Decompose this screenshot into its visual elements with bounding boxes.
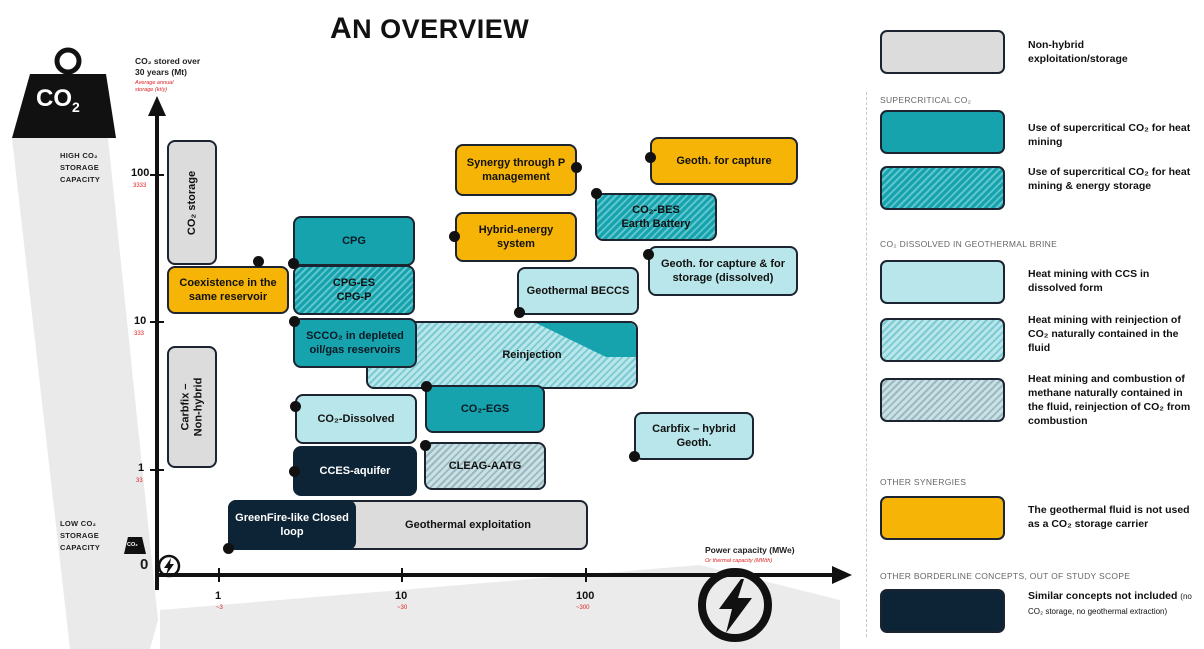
box-co2-storage: CO₂ storage bbox=[167, 140, 217, 265]
lightning-icon bbox=[698, 568, 772, 642]
legend-swatch-sc-heat-storage bbox=[880, 166, 1005, 210]
box-cleag: CLEAG-AATG bbox=[424, 442, 546, 490]
box-geothermal-beccs: Geothermal BECCS bbox=[517, 267, 639, 315]
box-greenfire: GreenFire-like Closed loop bbox=[228, 500, 356, 550]
legend-divider bbox=[866, 92, 867, 637]
marker-dot bbox=[420, 440, 431, 451]
marker-dot bbox=[289, 466, 300, 477]
legend-head-supercritical: SUPERCRITICAL CO₂ bbox=[880, 95, 972, 105]
box-cpg-es: CPG-ES CPG-P bbox=[293, 265, 415, 315]
marker-dot bbox=[288, 258, 299, 269]
box-co2-bes: CO₂-BES Earth Battery bbox=[595, 193, 717, 241]
marker-dot bbox=[571, 162, 582, 173]
legend-text-sc-heat-storage: Use of supercritical CO₂ for heat mining… bbox=[1028, 166, 1191, 192]
box-coexistence: Coexistence in the same reservoir bbox=[167, 266, 289, 314]
marker-dot bbox=[645, 152, 656, 163]
marker-dot bbox=[253, 256, 264, 267]
co2-weight-icon bbox=[12, 47, 116, 138]
y-tick-10: 10 bbox=[134, 315, 147, 327]
marker-dot bbox=[449, 231, 460, 242]
co2-weight-label: CO2 bbox=[36, 85, 80, 115]
legend-text-dissolved-methane: Heat mining and combustion of methane na… bbox=[1028, 373, 1191, 427]
legend-text-dissolved-reinjection: Heat mining with reinjection of CO₂ natu… bbox=[1028, 314, 1181, 354]
legend-head-dissolved: CO₂ DISSOLVED IN GEOTHERMAL BRINE bbox=[880, 239, 1058, 249]
legend-text-non-hybrid: Non-hybrid exploitation/storage bbox=[1028, 39, 1128, 65]
marker-dot bbox=[629, 451, 640, 462]
page-title: AN OVERVIEW bbox=[330, 12, 530, 45]
x-tick-1: 1 bbox=[215, 590, 222, 602]
y-subtick-1: 33 bbox=[136, 478, 143, 484]
box-geoth-capture-storage: Geoth. for capture & for storage (dissol… bbox=[648, 246, 798, 296]
y-subtick-100: 3333 bbox=[133, 183, 147, 189]
legend-text-sc-heat: Use of supercritical CO₂ for heat mining bbox=[1028, 122, 1191, 148]
y-tick-100: 100 bbox=[131, 167, 150, 179]
x-subtick-100: ~300 bbox=[576, 605, 590, 611]
legend-swatch-non-hybrid bbox=[880, 30, 1005, 74]
legend-head-borderline: OTHER BORDERLINE CONCEPTS, OUT OF STUDY … bbox=[880, 571, 1131, 581]
box-co2-egs: CO₂-EGS bbox=[425, 385, 545, 433]
x-tick-100: 100 bbox=[576, 590, 595, 602]
x-subtick-1: ~3 bbox=[216, 605, 223, 611]
box-cpg: CPG bbox=[293, 216, 415, 266]
legend-head-other: OTHER SYNERGIES bbox=[880, 477, 967, 487]
marker-dot bbox=[223, 543, 234, 554]
legend-swatch-dissolved-methane bbox=[880, 378, 1005, 422]
small-co2-weight-icon bbox=[124, 537, 146, 554]
box-hybrid-energy: Hybrid-energy system bbox=[455, 212, 577, 262]
small-lightning-icon bbox=[157, 554, 181, 578]
marker-dot bbox=[643, 249, 654, 260]
y-tick-1: 1 bbox=[138, 462, 145, 474]
box-cces: CCES-aquifer bbox=[293, 446, 417, 496]
box-carbfix-hybrid: Carbfix – hybrid Geoth. bbox=[634, 412, 754, 460]
legend-text-other: The geothermal fluid is not used as a CO… bbox=[1028, 504, 1190, 530]
marker-dot bbox=[289, 316, 300, 327]
x-axis-sublabel: Or thermal capacity (MWth) bbox=[705, 558, 773, 564]
legend-text-dissolved-ccs: Heat mining with CCS in dissolved form bbox=[1028, 268, 1150, 294]
box-geoth-capture: Geoth. for capture bbox=[650, 137, 798, 185]
marker-dot bbox=[514, 307, 525, 318]
x-subtick-10: ~30 bbox=[397, 605, 408, 611]
x-tick-10: 10 bbox=[395, 590, 408, 602]
marker-dot bbox=[591, 188, 602, 199]
box-synergy: Synergy through P management bbox=[455, 144, 577, 196]
marker-dot bbox=[421, 381, 432, 392]
x-axis-label: Power capacity (MWe) bbox=[705, 545, 795, 555]
legend-swatch-dissolved-ccs bbox=[880, 260, 1005, 304]
axis-origin-zero: 0 bbox=[140, 556, 149, 573]
legend-swatch-dissolved-reinjection bbox=[880, 318, 1005, 362]
legend-swatch-borderline bbox=[880, 589, 1005, 633]
y-subtick-10: 333 bbox=[134, 331, 145, 337]
box-co2-dissolved: CO₂-Dissolved bbox=[295, 394, 417, 444]
box-scco2: SCCO₂ in depleted oil/gas reservoirs bbox=[293, 318, 417, 368]
legend-text-borderline: Similar concepts not included (no CO₂ st… bbox=[1028, 590, 1192, 616]
legend-swatch-other bbox=[880, 496, 1005, 540]
box-carbfix-nonhybrid: Carbfix – Non-hybrid bbox=[167, 346, 217, 468]
legend-swatch-sc-heat bbox=[880, 110, 1005, 154]
marker-dot bbox=[290, 401, 301, 412]
small-co2-weight-label: CO₂ bbox=[127, 542, 138, 548]
